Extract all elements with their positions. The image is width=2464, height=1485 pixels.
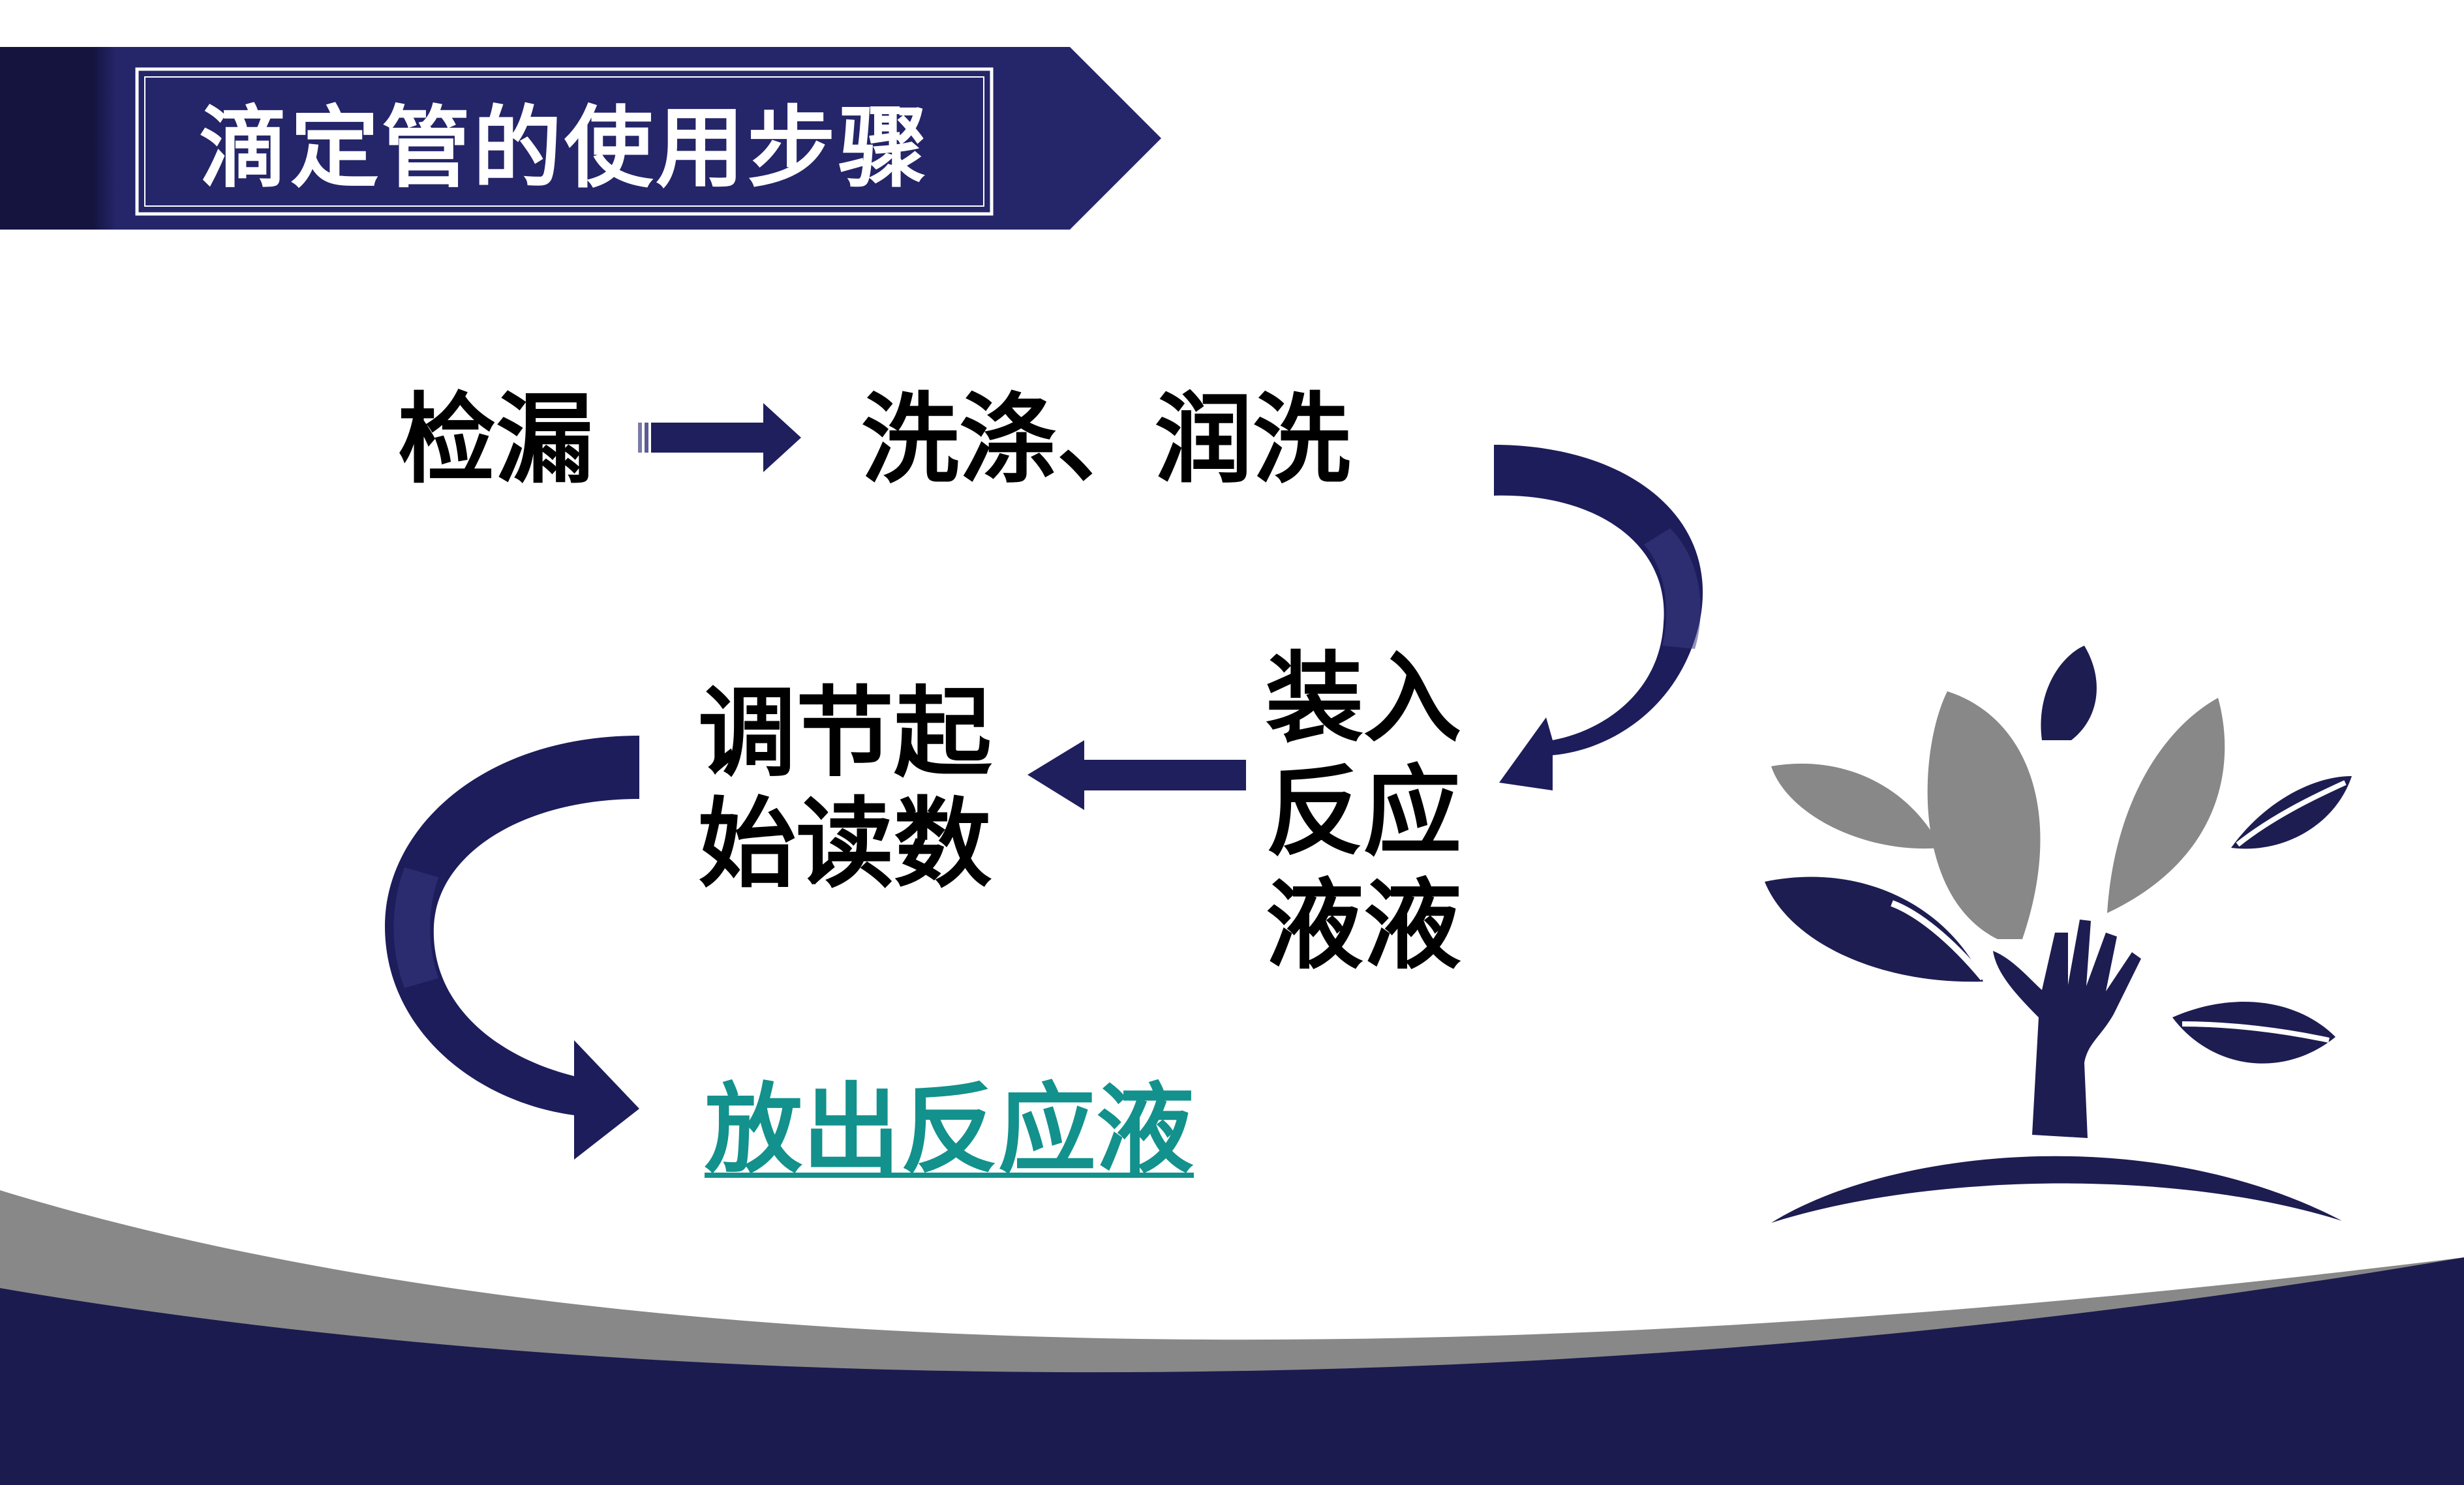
title-frame xyxy=(135,67,994,216)
page-title: 滴定管的使用步骤 xyxy=(199,97,930,200)
step-wash-rinse: 洗涤、润洗 xyxy=(861,383,1351,497)
curved-arrow-icon-left xyxy=(385,736,639,1160)
step-leak-check: 检漏 xyxy=(398,383,594,497)
curved-arrow-icon xyxy=(1494,445,1703,790)
arrow-right-icon xyxy=(638,403,801,472)
title-banner xyxy=(0,47,1161,230)
title-frame-inner xyxy=(144,76,984,207)
arrow-left-icon xyxy=(1027,740,1246,810)
bottom-wave-navy xyxy=(0,1257,2464,1485)
tree-hand-logo-icon xyxy=(1765,646,2352,1223)
step-load-solution: 装入反应液液 xyxy=(1266,642,1462,983)
step-adjust-initial-reading: 调节起始读数 xyxy=(698,677,992,901)
step-dispense-solution-link[interactable]: 放出反应液 xyxy=(705,1073,1194,1187)
